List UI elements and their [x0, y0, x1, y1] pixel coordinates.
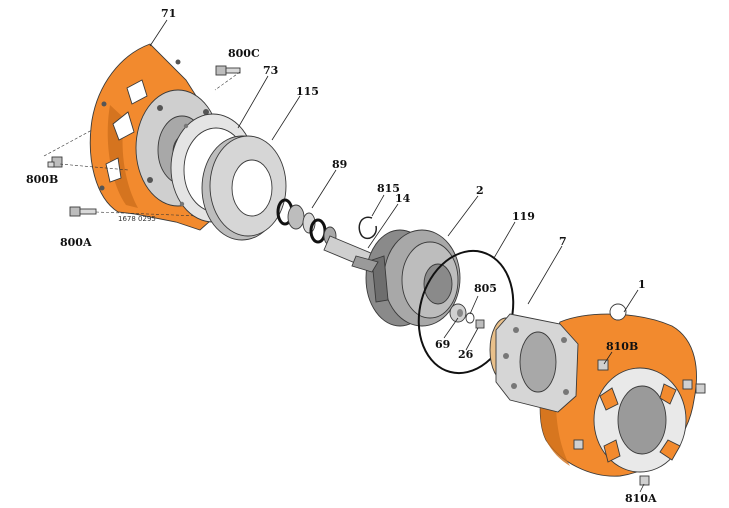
assembly-line [59, 163, 129, 171]
bolt-800c [215, 65, 241, 76]
pump-casing-1 [495, 303, 697, 477]
label-810b: 810B [606, 340, 638, 353]
casing-flange-bore [519, 331, 557, 393]
label-800c: 800C [228, 47, 260, 60]
wear-plate-115 [201, 135, 287, 241]
label-89: 89 [332, 158, 347, 171]
label-800a: 800A [60, 236, 92, 249]
label-26: 26 [458, 348, 474, 361]
leader-2 [447, 195, 479, 237]
bolt-800b [47, 156, 63, 168]
circlip-815 [358, 216, 377, 240]
leader-1 [623, 289, 639, 313]
leader-89 [311, 169, 337, 209]
screw-26 [475, 319, 485, 329]
nut-810a [639, 383, 706, 486]
cover-bolt-hole [203, 109, 209, 115]
impeller-2 [351, 229, 461, 327]
drawing-number: 1678 0295 [118, 215, 156, 223]
leader-805 [469, 295, 479, 315]
label-810a: 810A [625, 492, 657, 505]
impeller-nut-69 [449, 303, 467, 323]
label-805: 805 [474, 282, 497, 295]
flange-bolt-hole [561, 337, 567, 343]
leader-119 [493, 221, 516, 259]
leader-115 [271, 95, 301, 141]
assembly-line [43, 129, 93, 157]
leader-73 [237, 75, 269, 129]
mechanical-seal-89 [276, 198, 337, 246]
cover-window-1 [112, 111, 135, 141]
label-69: 69 [435, 338, 450, 351]
label-115: 115 [296, 85, 319, 98]
leader-810b [603, 351, 613, 365]
assembly-line [214, 71, 241, 91]
casing-front-lugs [599, 383, 681, 463]
label-815: 815 [377, 182, 400, 195]
leader-69 [443, 317, 459, 339]
nut-810b [573, 359, 693, 450]
assembly-line [95, 211, 201, 217]
leader-71 [149, 19, 168, 47]
flange-bolt-hole [513, 327, 519, 333]
casing-front-bore [617, 385, 667, 455]
washer-805 [465, 312, 475, 324]
leader-815 [371, 194, 385, 217]
cover-bolt-hole [157, 105, 163, 111]
leader-810a [639, 483, 645, 493]
label-119: 119 [512, 210, 535, 223]
cover-bolt-hole [147, 177, 153, 183]
leader-7 [527, 245, 563, 305]
bolt-800a [69, 206, 97, 217]
flange-bolt-hole [563, 389, 569, 395]
cover-bolt-hole [99, 185, 105, 191]
leader-14 [367, 203, 399, 249]
flange-bolt-hole [511, 383, 517, 389]
cover-bolt-hole [175, 59, 181, 65]
casing-bolt-hole [609, 303, 627, 321]
label-2: 2 [476, 184, 484, 197]
label-73: 73 [263, 64, 278, 77]
flange-bolt-hole [503, 353, 509, 359]
label-1: 1 [638, 278, 646, 291]
label-7: 7 [559, 235, 567, 248]
cover-bolt-hole [101, 101, 107, 107]
label-14: 14 [395, 192, 411, 205]
leader-26 [465, 327, 479, 351]
cover-window-3 [105, 157, 122, 183]
label-71: 71 [161, 7, 176, 20]
cover-window-2 [126, 79, 148, 105]
label-800b: 800B [26, 173, 58, 186]
